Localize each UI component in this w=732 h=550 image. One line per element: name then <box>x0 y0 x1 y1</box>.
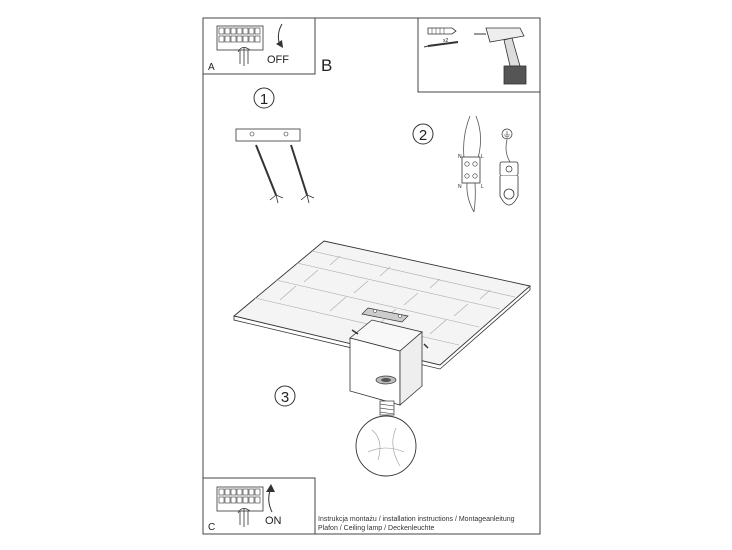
ground-terminal <box>499 161 519 206</box>
switch-on-label: ON <box>265 515 282 527</box>
panel-b-letter: B <box>321 56 332 75</box>
lamp-fixture <box>349 307 429 406</box>
wall-plug-icon <box>427 27 457 35</box>
breaker-on-icon <box>216 486 264 527</box>
terminal-l-bottom: L <box>481 184 484 190</box>
ground-symbol-icon <box>501 128 513 163</box>
step-1-number: 1 <box>260 91 268 108</box>
panel-c-letter: C <box>208 522 215 533</box>
screw-pair <box>255 144 315 204</box>
step-2: 2 N L N L <box>412 115 519 213</box>
drill-icon <box>474 27 527 85</box>
breaker-off-icon <box>216 25 264 66</box>
tools-box: x2 <box>417 17 541 93</box>
ceiling-plate <box>233 240 531 370</box>
caption-product: Plafon / Ceiling lamp / Deckenleuchte <box>318 525 435 532</box>
panel-a: OFF A <box>202 17 316 75</box>
step-3: 3 <box>274 385 296 407</box>
wiring-terminal-block <box>461 115 481 213</box>
terminal-l-top: L <box>481 154 484 160</box>
panel-a-letter: A <box>208 62 215 73</box>
arrow-down-icon <box>276 23 283 48</box>
terminal-n-bottom: N <box>458 184 462 190</box>
arrow-up-icon <box>266 484 275 513</box>
step-2-number: 2 <box>419 127 427 144</box>
mounting-bracket <box>235 128 301 142</box>
sheet-border <box>202 17 541 535</box>
panel-c: ON C <box>202 477 316 535</box>
caption-instructions: Instrukcja montażu / installation instru… <box>318 516 515 523</box>
step-1: 1 <box>235 87 315 204</box>
screw-icon <box>423 41 459 48</box>
switch-off-label: OFF <box>267 54 289 66</box>
quantity-label: x2 <box>443 38 449 44</box>
terminal-n-top: N <box>458 154 462 160</box>
step-3-number: 3 <box>281 389 289 406</box>
light-bulb <box>355 400 417 477</box>
